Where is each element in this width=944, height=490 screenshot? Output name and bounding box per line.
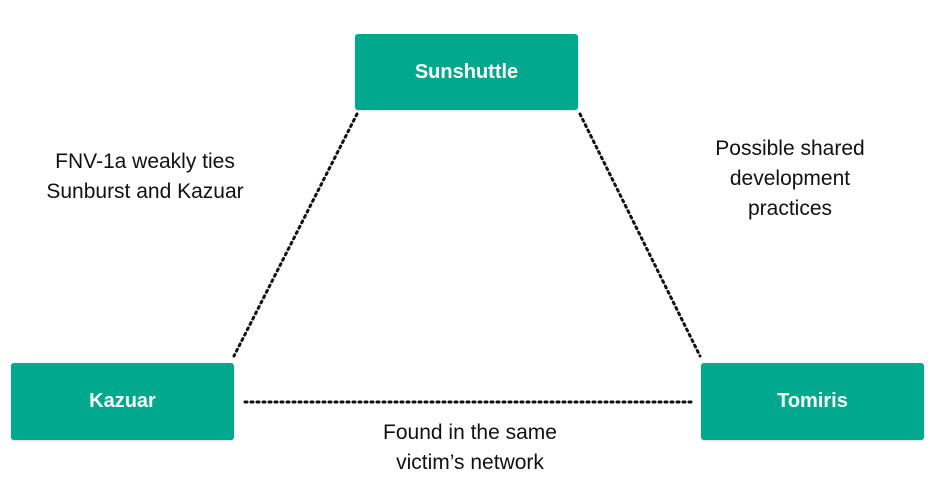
edge-label-kazuar-tomiris: Found in the same victim’s network (350, 418, 590, 478)
edge-sunshuttle-tomiris (578, 112, 702, 358)
edge-label-line: practices (747, 197, 833, 220)
edge-label-line: Found in the same (383, 421, 557, 444)
node-tomiris-label: Tomiris (777, 390, 848, 412)
node-sunshuttle: Sunshuttle (355, 34, 578, 110)
edge-label-line: Possible shared (715, 137, 865, 160)
edge-label-line: Sunburst and Kazuar (46, 180, 244, 203)
node-kazuar-label: Kazuar (89, 390, 156, 412)
edge-label-line: FNV-1a weakly ties (55, 150, 235, 173)
node-sunshuttle-label: Sunshuttle (414, 60, 519, 83)
edge-sunshuttle-kazuar (232, 112, 359, 358)
edge-label-line: development (729, 167, 851, 190)
node-tomiris: Tomiris (701, 363, 924, 440)
node-kazuar: Kazuar (11, 363, 234, 440)
edge-label-sunshuttle-tomiris: Possible shared development practices (690, 134, 890, 224)
edge-label-sunshuttle-kazuar: FNV-1a weakly ties Sunburst and Kazuar (20, 147, 270, 207)
edge-label-line: victim’s network (396, 451, 544, 474)
